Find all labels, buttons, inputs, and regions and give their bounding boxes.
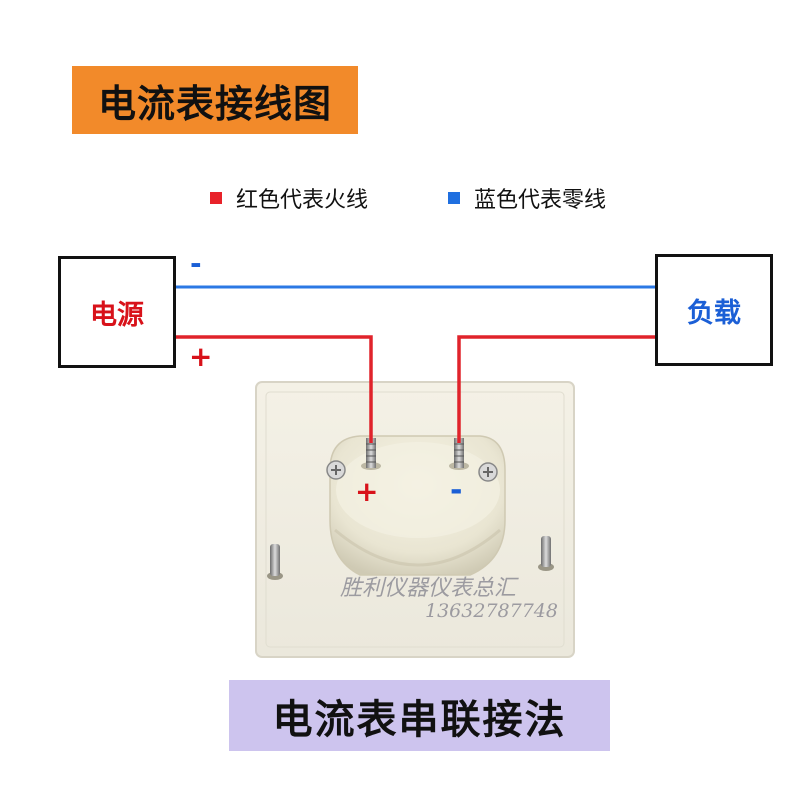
source-negative-sign: - bbox=[190, 247, 202, 280]
terminal-positive bbox=[361, 438, 381, 470]
legend-live: 红色代表火线 bbox=[210, 183, 368, 213]
load-label: 负载 bbox=[687, 297, 741, 329]
power-source-box: 电源 bbox=[58, 256, 176, 368]
meter-negative-sign: - bbox=[450, 473, 463, 508]
mounting-post-left bbox=[267, 544, 283, 580]
ammeter-inner-frame bbox=[265, 391, 565, 648]
legend-red-label: 红色代表火线 bbox=[236, 188, 369, 213]
bottom-caption: 电流表串联接法 bbox=[229, 680, 610, 751]
legend-blue-swatch bbox=[448, 192, 460, 204]
legend-neutral: 蓝色代表零线 bbox=[448, 183, 606, 213]
source-positive-sign: + bbox=[189, 340, 213, 373]
ammeter bbox=[255, 381, 575, 658]
power-source-label: 电源 bbox=[90, 299, 144, 331]
screw-right bbox=[478, 462, 498, 482]
diagram-title: 电流表接线图 bbox=[72, 66, 358, 134]
legend-blue-label: 蓝色代表零线 bbox=[474, 188, 607, 213]
live-wire-load bbox=[457, 335, 655, 443]
mounting-post-right bbox=[538, 536, 554, 571]
load-box: 负载 bbox=[655, 254, 773, 366]
watermark-phone: 13632787748 bbox=[425, 600, 558, 622]
screw-left bbox=[326, 460, 346, 480]
watermark-name: 胜利仪器仪表总汇 bbox=[340, 576, 517, 601]
legend-red-swatch bbox=[210, 192, 222, 204]
meter-positive-sign: + bbox=[355, 475, 379, 508]
live-wire-source bbox=[176, 335, 373, 443]
terminal-negative bbox=[449, 438, 469, 470]
ammeter-body-shadow bbox=[334, 528, 501, 567]
